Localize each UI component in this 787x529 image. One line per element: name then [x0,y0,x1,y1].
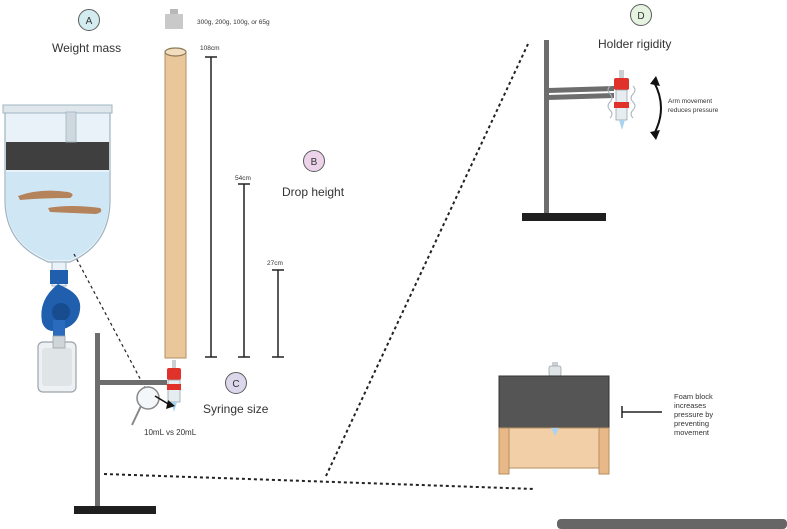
foam-note-line1: Foam block [674,392,713,401]
badge-d: D [630,4,652,26]
syringe-options-label: 10mL vs 20mL [144,428,197,437]
foam-note-line4: preventing [674,419,709,428]
ring-stand-left [74,333,167,514]
svg-text:D: D [637,11,644,22]
dotted-line-diagonal [325,43,529,477]
svg-text:C: C [232,379,239,390]
height-108-label: 108cm [200,45,220,52]
arm-note-line2: reduces pressure [668,107,719,114]
height-marker-108 [205,56,217,358]
holder-arm-upper [548,86,614,93]
weight-mass-title: Weight mass [52,41,121,55]
badge-c: C [225,372,247,394]
height-marker-27 [272,269,284,358]
bottom-scrollbar[interactable] [557,519,787,529]
foam-block-assembly [498,362,610,475]
holder-arm-lower [548,93,614,100]
foam-note-line3: pressure by [674,410,713,419]
separatory-funnel [2,104,113,393]
syringe-left [167,360,181,412]
zoom-line-left [73,253,146,389]
height-27-label: 27cm [267,260,283,267]
ring-stand-right [522,40,614,221]
weight-options-label: 300g, 200g, 100g, or 65g [197,19,270,26]
svg-text:A: A [86,16,93,27]
drop-tube [164,47,187,359]
specimen-1 [18,190,73,200]
syringe-right [607,70,636,130]
magnifier-icon [131,386,175,426]
foam-note-line2: increases [674,401,706,410]
holder-rigidity-title: Holder rigidity [598,37,671,51]
stopper-band [6,142,109,170]
weight-icon [165,9,183,29]
movement-arrow-icon [650,76,662,140]
height-marker-54 [238,183,250,358]
syringe-size-title: Syringe size [203,402,269,416]
foam-note-bracket [621,406,662,418]
foam-block [498,375,610,429]
arm-note-line1: Arm movement [668,98,712,105]
svg-text:B: B [311,157,318,168]
height-54-label: 54cm [235,175,251,182]
drop-height-title: Drop height [282,185,345,199]
badge-b: B [303,150,325,172]
foam-note-line5: movement [674,428,710,437]
stand-arm [95,380,167,385]
stopcock-upper [50,270,68,284]
specimen-2 [48,206,102,214]
badge-a: A [78,9,100,31]
dotted-line-bottom [103,473,536,490]
